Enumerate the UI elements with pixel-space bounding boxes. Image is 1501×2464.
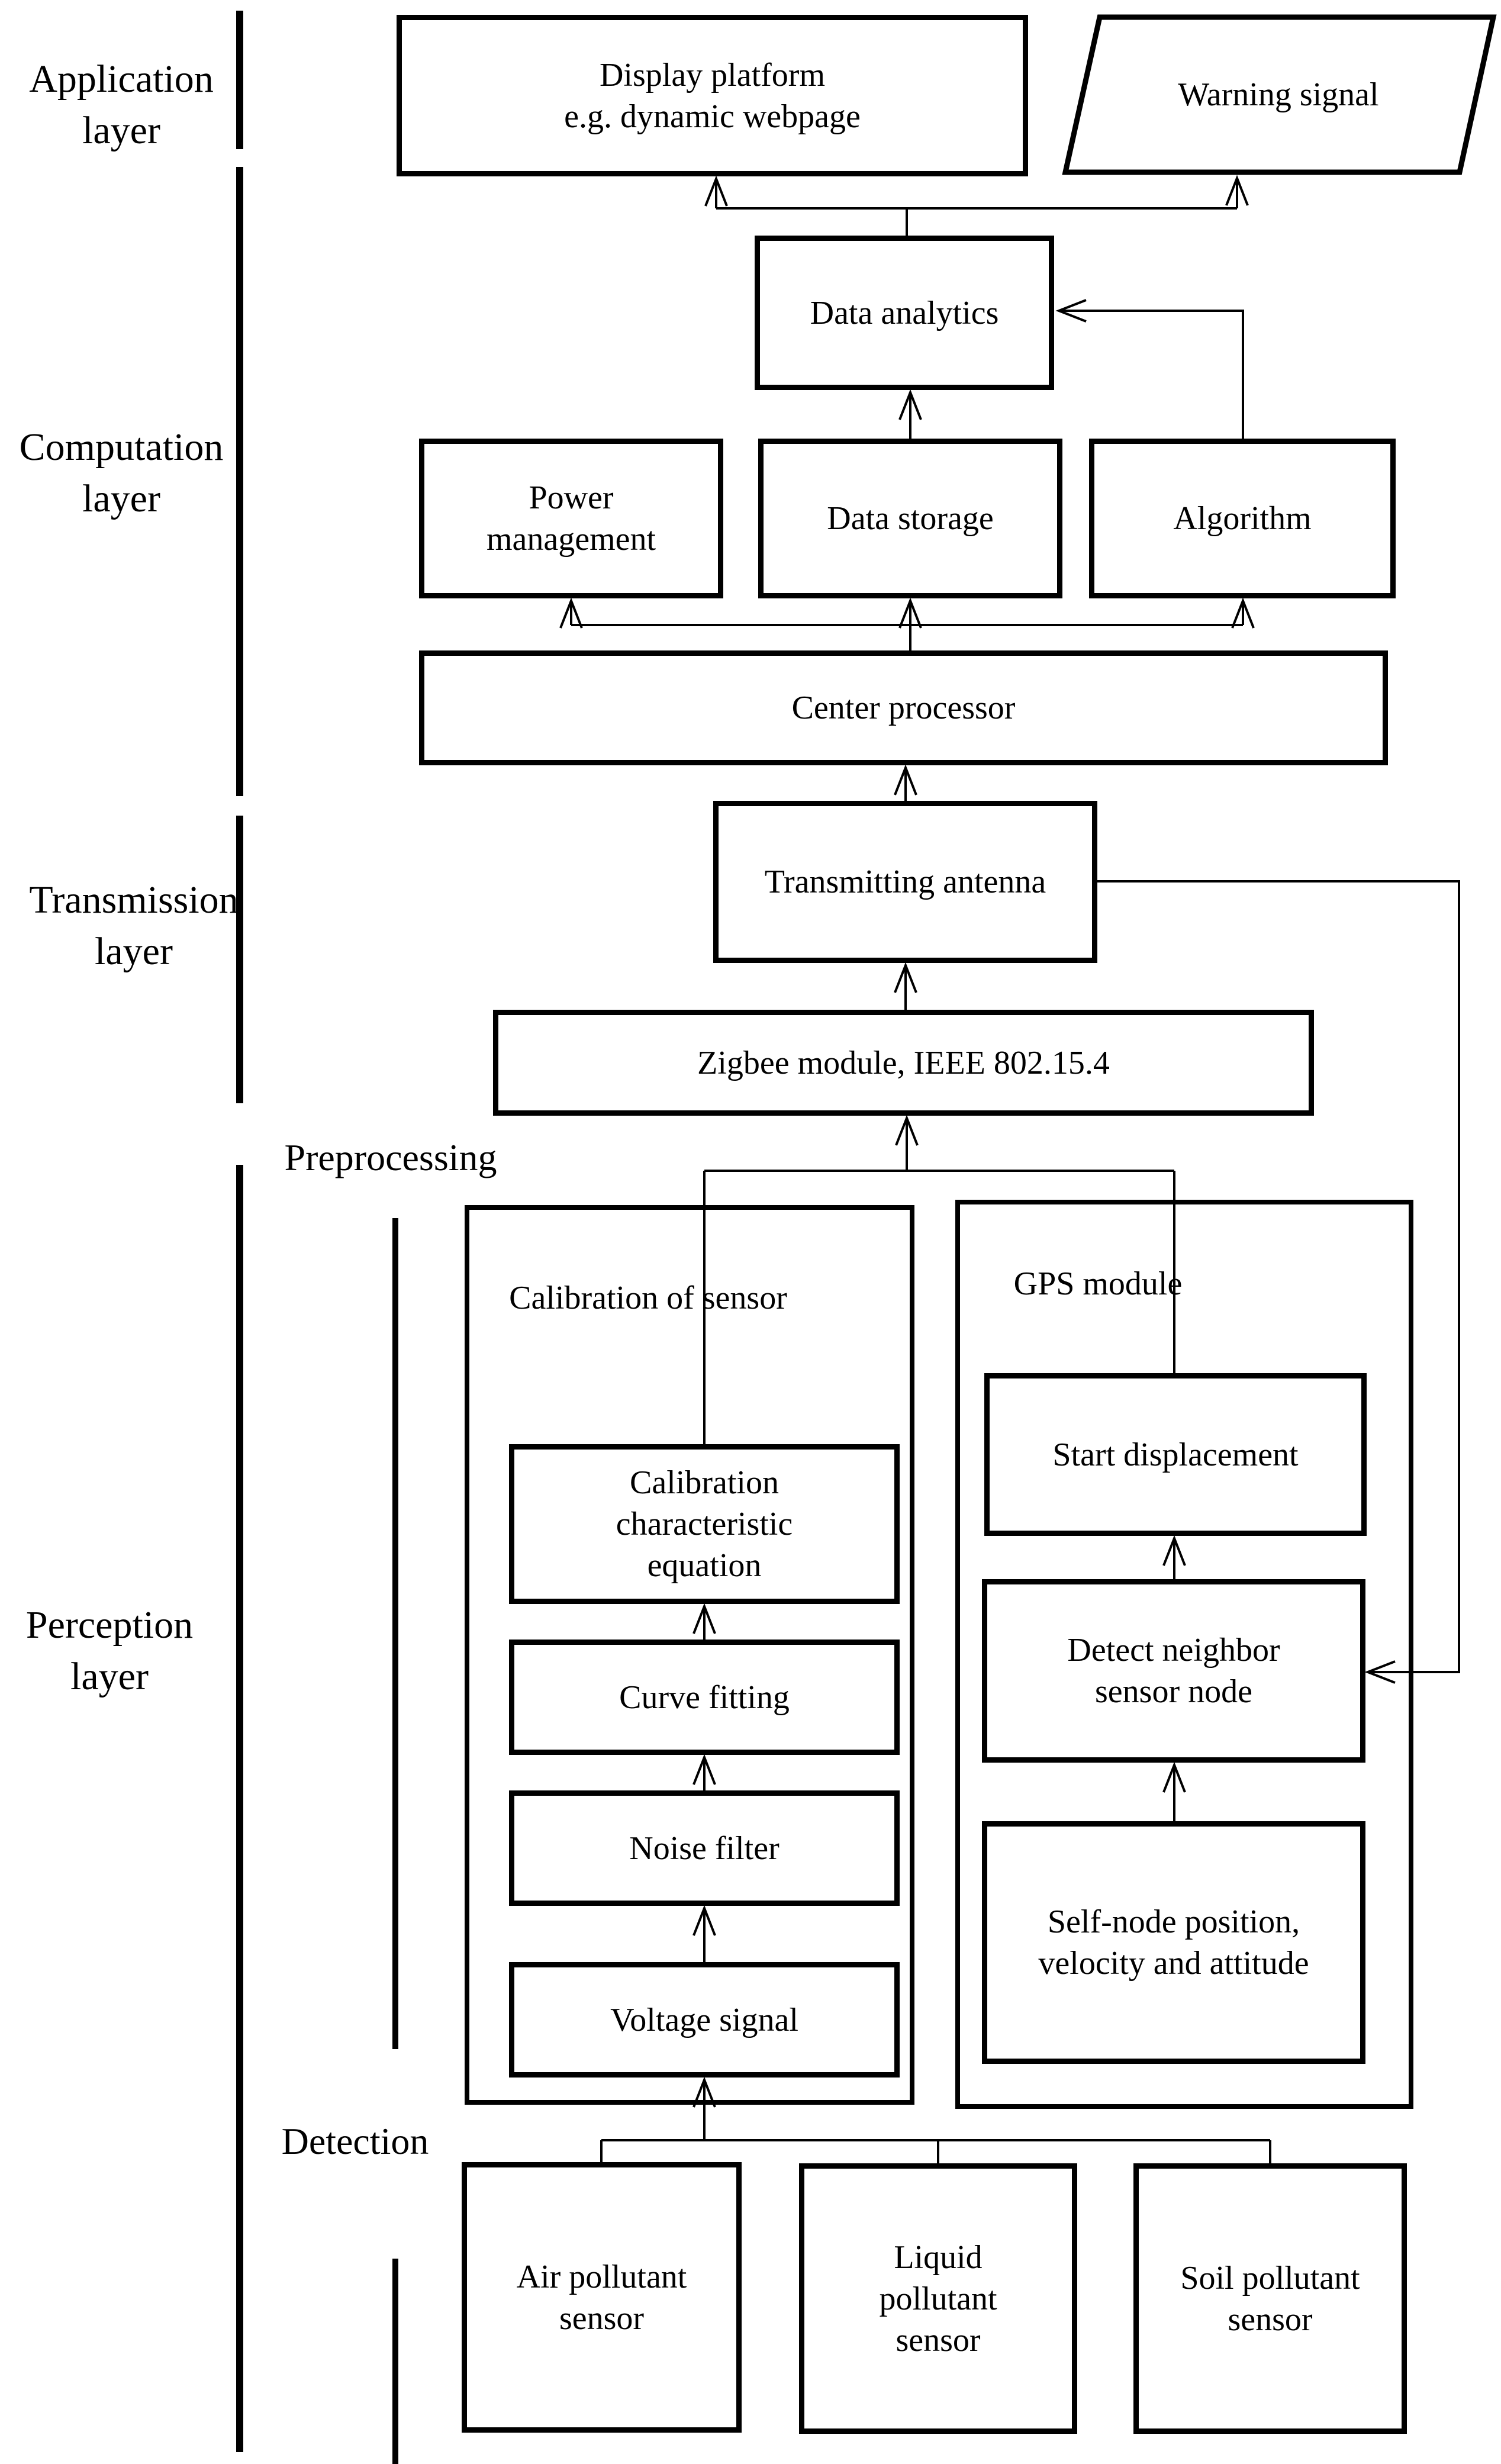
air-pollutant-sensor-box: Air pollutant sensor <box>462 2162 742 2433</box>
zigbee-module-box: Zigbee module, IEEE 802.15.4 <box>493 1010 1314 1116</box>
gps-module-label: GPS module <box>1013 1265 1183 1302</box>
warning-signal-label: Warning signal <box>1178 76 1379 113</box>
self-node-box: Self-node position, velocity and attitud… <box>982 1821 1365 2064</box>
display-platform-box: Display platform e.g. dynamic webpage <box>397 15 1028 176</box>
processor-to-storage-connector <box>898 597 922 650</box>
data-analytics-box: Data analytics <box>755 236 1054 390</box>
transmission-layer-label: Transmission layer <box>29 878 239 974</box>
power-management-box: Power management <box>419 439 723 598</box>
transmission-layer-bar <box>236 816 243 1103</box>
detection-section-bar <box>392 2259 398 2464</box>
antenna-to-processor-connector <box>894 764 917 801</box>
detection-label: Detection <box>281 2120 429 2162</box>
processor-branch-connector <box>559 597 1255 629</box>
liquid-pollutant-sensor-box: Liquid pollutant sensor <box>799 2163 1077 2434</box>
application-layer-bar <box>236 11 243 149</box>
preprocessing-section-bar <box>392 1218 398 2049</box>
preprocessing-label: Preprocessing <box>284 1136 497 1178</box>
noise-filter-box: Noise filter <box>509 1790 900 1906</box>
voltage-signal-box: Voltage signal <box>509 1962 900 2078</box>
transmitting-antenna-box: Transmitting antenna <box>713 801 1097 963</box>
perception-layer-label: Perception layer <box>25 1603 194 1699</box>
algorithm-to-analytics-connector <box>1055 299 1244 439</box>
perception-layer-bar <box>236 1165 243 2452</box>
algorithm-box: Algorithm <box>1089 439 1396 598</box>
application-layer-label: Application layer <box>29 57 214 153</box>
detect-neighbor-box: Detect neighbor sensor node <box>982 1579 1365 1763</box>
center-processor-box: Center processor <box>419 650 1388 765</box>
calibration-of-sensor-label: Calibration of sensor <box>509 1280 787 1316</box>
computation-layer-label: Computation layer <box>19 426 224 521</box>
calibration-equation-box: Calibration characteristic equation <box>509 1444 900 1604</box>
zigbee-to-antenna-connector <box>894 962 917 1010</box>
computation-layer-bar <box>236 167 243 796</box>
soil-pollutant-sensor-box: Soil pollutant sensor <box>1133 2163 1407 2434</box>
data-storage-box: Data storage <box>758 439 1062 598</box>
storage-to-analytics-connector <box>898 389 922 439</box>
start-displacement-box: Start displacement <box>984 1373 1367 1536</box>
analytics-to-application-connector <box>704 175 1249 237</box>
curve-fitting-box: Curve fitting <box>509 1640 900 1755</box>
